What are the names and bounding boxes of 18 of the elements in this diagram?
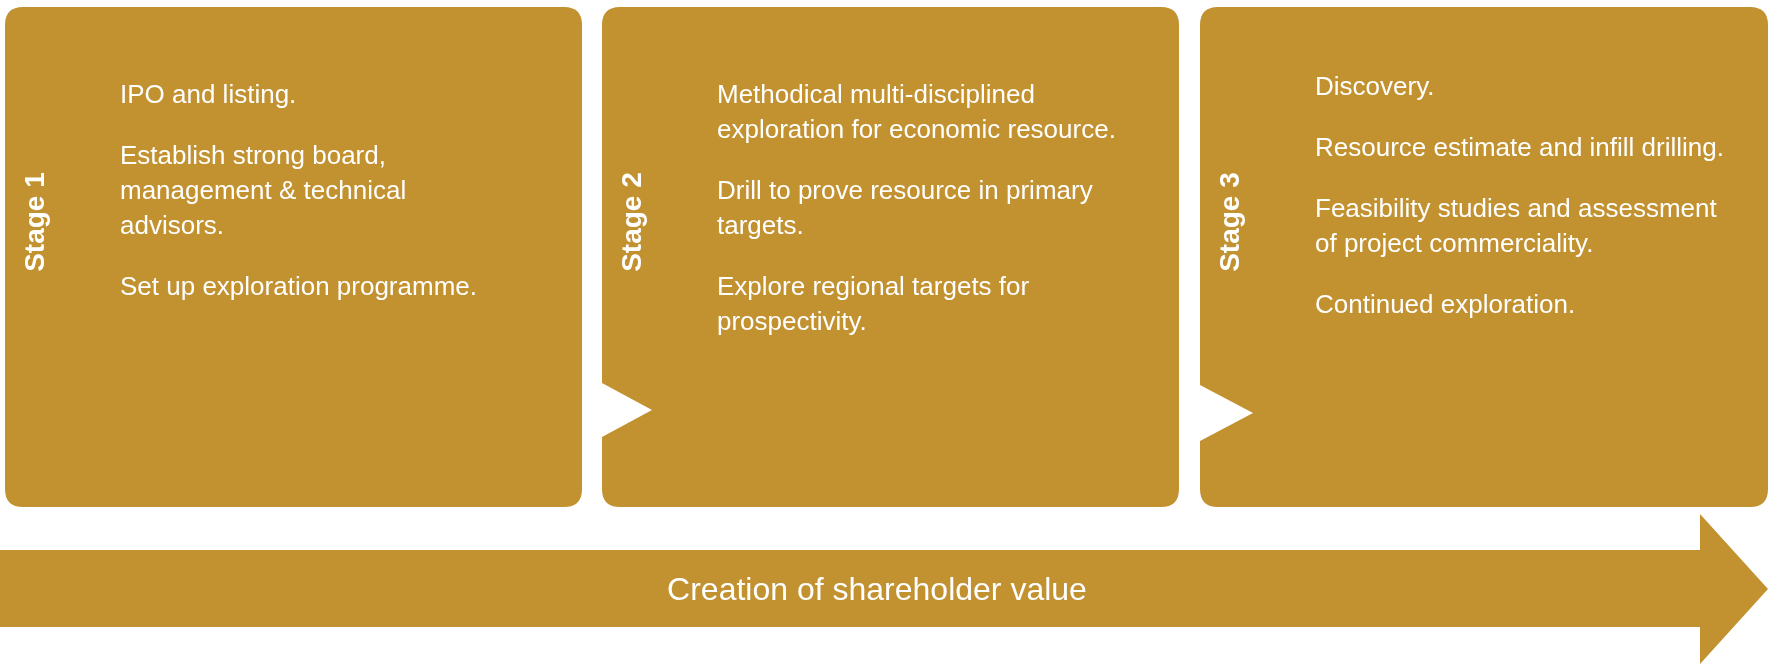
arrow-label: Creation of shareholder value	[667, 570, 1087, 607]
stage-item-text: Establish strong board, management & technical advisors.	[120, 139, 408, 242]
stage-item-text: Feasibility studies and assessment of project commerciality.	[1315, 192, 1718, 260]
stage-item-text: Methodical multi-disciplined exploration for economic resource.	[717, 78, 1117, 146]
stage-heading: Stage 2	[616, 172, 648, 272]
stage-item-text: IPO and listing.	[120, 78, 298, 111]
stage-item-text: Discovery.	[1315, 70, 1436, 103]
stage-panel	[5, 7, 582, 507]
stage-item-text: Set up exploration programme.	[120, 270, 478, 303]
progress-arrow	[0, 514, 1768, 664]
stage-item-text: Continued exploration.	[1315, 288, 1577, 321]
stage-heading: Stage 1	[19, 172, 51, 272]
stage-panel	[602, 7, 1179, 507]
stage-panel	[1200, 7, 1768, 507]
stage-item-text: Resource estimate and infill drilling.	[1315, 131, 1725, 164]
stage-heading: Stage 3	[1214, 172, 1246, 272]
stage-item-text: Drill to prove resource in primary targets.	[717, 174, 1094, 242]
stage-item-text: Explore regional targets for prospectivity.	[717, 270, 1031, 338]
